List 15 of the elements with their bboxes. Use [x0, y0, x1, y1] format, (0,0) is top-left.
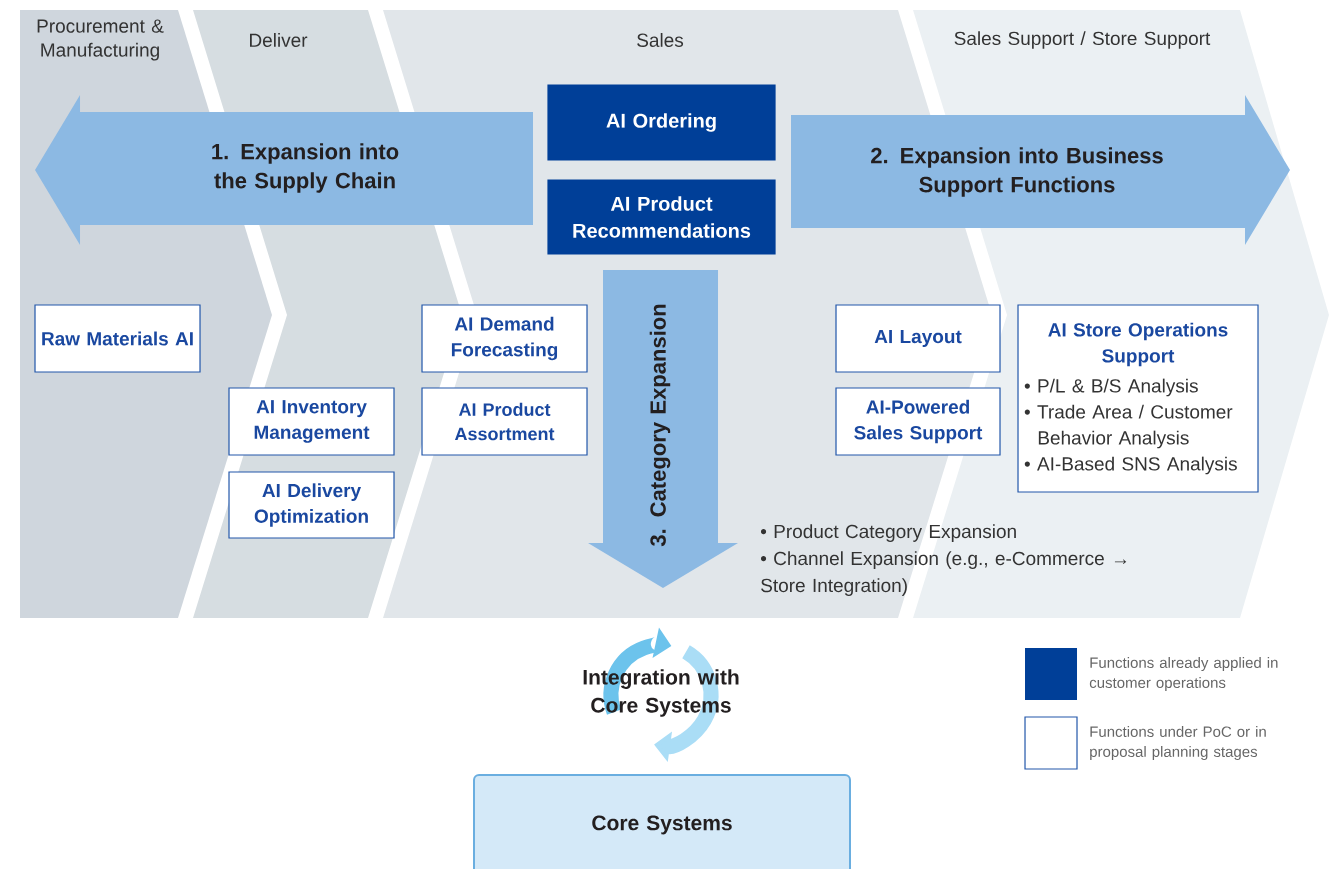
- function-box: AI Product Assortment: [421, 387, 588, 456]
- function-box: Raw Materials AI: [34, 304, 201, 373]
- function-box: AI Delivery Optimization: [228, 471, 395, 539]
- bullet-text: • Channel Expansion (e.g., e-Commerce → Store Integration): [760, 551, 1127, 596]
- legend-text: Functions under PoC or in proposal planning stages: [1090, 726, 1266, 760]
- core-systems-box: Core Systems: [473, 774, 851, 869]
- bullet-text: • Product Category Expansion: [760, 524, 1016, 542]
- function-box: AI Product Recommendations: [547, 179, 776, 255]
- legend-text: Functions already applied in customer operations: [1089, 657, 1278, 691]
- function-box: AI-Powered Sales Support: [835, 387, 1001, 456]
- function-box: AI Demand Forecasting: [421, 304, 588, 373]
- function-box: AI Ordering: [547, 84, 776, 161]
- function-box: AI Inventory Management: [228, 387, 395, 456]
- function-box: AI Store Operations Support • P/L & B/S Analysis • Trade Area / Customer Behavior Analysis • AI-Based SNS Analysis: [1017, 304, 1259, 493]
- function-box: AI Layout: [835, 304, 1001, 373]
